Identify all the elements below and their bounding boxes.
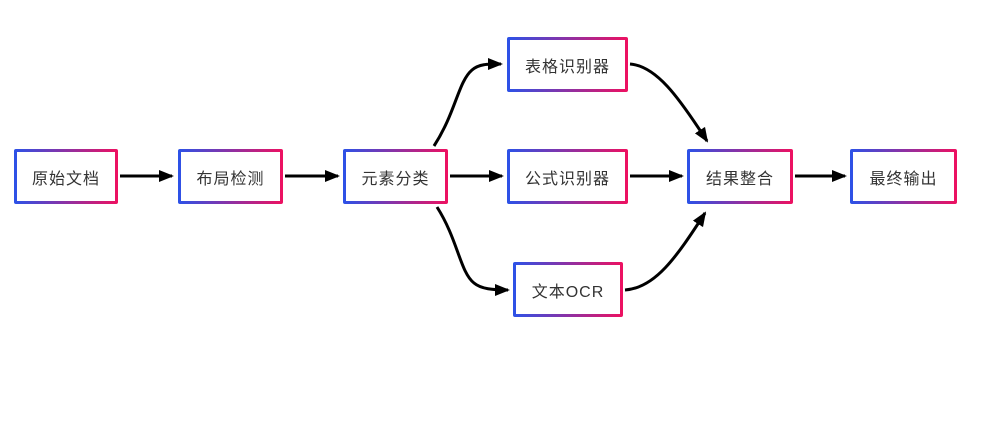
- node-result-integration: 结果整合: [687, 149, 793, 204]
- node-final-output: 最终输出: [850, 149, 957, 204]
- node-original-document-label: 原始文档: [31, 170, 100, 188]
- node-text-ocr-label: 文本OCR: [531, 283, 605, 301]
- node-formula-recognizer: 公式识别器: [507, 149, 628, 204]
- node-result-integration-label: 结果整合: [705, 170, 774, 188]
- node-element-classification-label: 元素分类: [361, 170, 430, 188]
- node-original-document: 原始文档: [14, 149, 118, 204]
- node-table-recognizer: 表格识别器: [507, 37, 628, 92]
- edge-element-classification-to-table-recognizer: [432, 58, 503, 147]
- node-layout-detection-label: 布局检测: [196, 170, 265, 188]
- edge-table-recognizer-to-result-integration: [629, 62, 709, 143]
- edge-text-ocr-to-result-integration: [624, 211, 707, 292]
- node-element-classification: 元素分类: [343, 149, 448, 204]
- edge-element-classification-to-text-ocr: [435, 206, 510, 296]
- node-layout-detection: 布局检测: [178, 149, 283, 204]
- node-table-recognizer-label: 表格识别器: [524, 58, 610, 76]
- node-final-output-label: 最终输出: [869, 170, 938, 188]
- node-formula-recognizer-label: 公式识别器: [524, 170, 610, 188]
- node-text-ocr: 文本OCR: [513, 262, 623, 317]
